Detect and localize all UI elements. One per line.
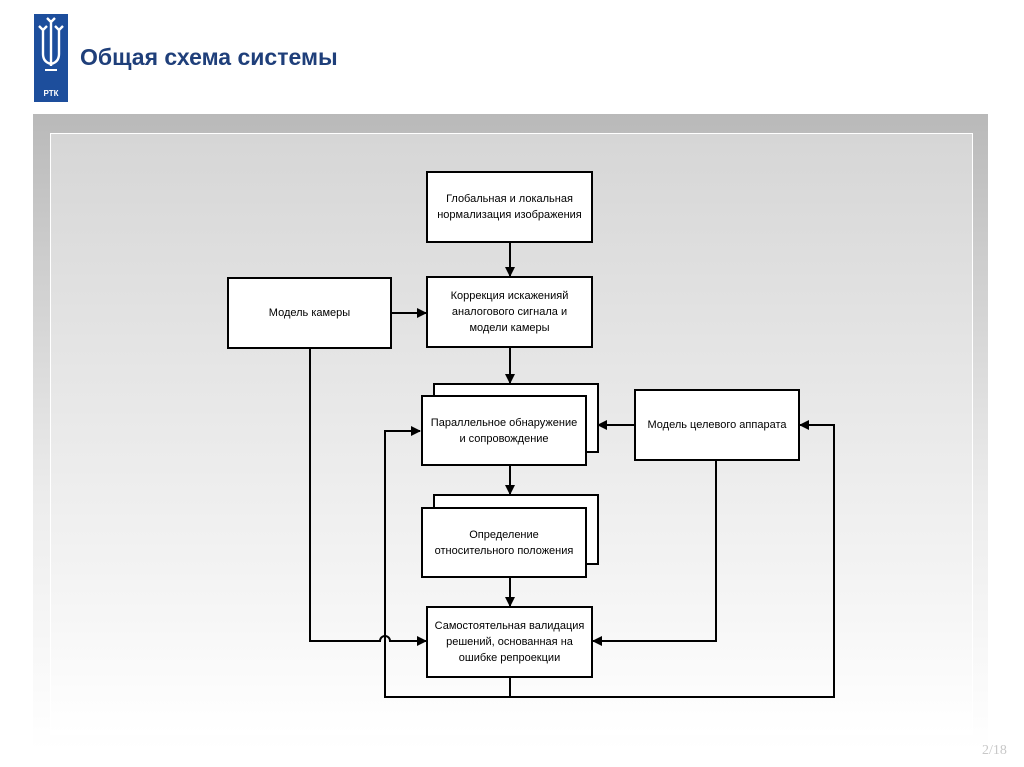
node-pose: Определение относительного положения xyxy=(421,507,587,578)
node-validation: Самостоятельная валидация решений, основ… xyxy=(426,606,593,678)
slide-title: Общая схема системы xyxy=(80,44,338,70)
node-detection: Параллельное обнаружение и сопровождение xyxy=(421,395,587,466)
logo-label: РТК xyxy=(43,89,59,98)
node-target-model: Модель целевого аппарата xyxy=(634,389,800,461)
edge-target-validation xyxy=(592,460,717,646)
trident-emblem-icon xyxy=(38,17,64,71)
edge-feedback-detection xyxy=(384,426,511,698)
edge-camera-validation xyxy=(309,348,427,646)
rtk-logo: РТК xyxy=(34,14,68,102)
page-number: 2/18 xyxy=(982,743,1007,758)
edge-feedback-target xyxy=(510,420,835,698)
node-correction: Коррекция искаженияй аналогового сигнала… xyxy=(426,276,593,348)
node-normalization: Глобальная и локальная нормализация изоб… xyxy=(426,171,593,243)
node-camera-model: Модель камеры xyxy=(227,277,392,349)
